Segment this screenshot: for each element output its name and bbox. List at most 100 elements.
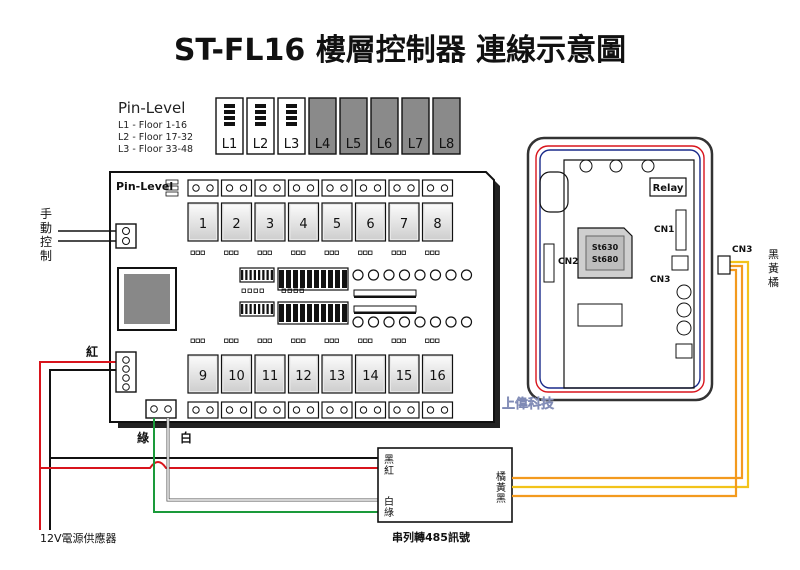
relay-number: 16 (429, 369, 446, 384)
manual-control: 手動控制 (40, 207, 137, 263)
cn1-label: CN1 (654, 225, 674, 235)
terminal-block[interactable] (187, 401, 219, 419)
cn3-plug[interactable] (717, 255, 731, 275)
chip-label-1: St630 (592, 243, 619, 252)
power-wiring: 紅 12V電源供應器 (39, 344, 137, 545)
led (383, 269, 395, 281)
relay-number: 1 (199, 217, 207, 232)
bus-wiring: 綠 白 (40, 399, 378, 513)
conv-red-label: 紅 (384, 465, 394, 477)
level-label: L1 (222, 137, 238, 152)
led (445, 269, 457, 281)
watermark-logo: 上偉科技 (502, 396, 555, 412)
terminal-block[interactable] (220, 179, 253, 197)
level-label: L7 (408, 137, 424, 152)
level-label: L6 (377, 137, 393, 152)
reader-component (577, 303, 623, 327)
relay-label: Relay (653, 183, 684, 194)
level-label: L5 (346, 137, 362, 152)
level-l1[interactable]: L1 (215, 97, 244, 155)
relay-3: 3 (254, 202, 286, 242)
pin-level-line-1: L1 - Floor 1-16 (118, 120, 187, 131)
level-l2[interactable]: L2 (246, 97, 275, 155)
led (367, 269, 380, 281)
terminal-block[interactable] (220, 401, 253, 419)
white-label: 白 (180, 430, 192, 445)
relay-number: 8 (433, 217, 441, 232)
relay-11: 11 (254, 354, 286, 394)
relay-14: 14 (354, 354, 387, 394)
led (367, 316, 380, 328)
relay-1: 1 (187, 202, 219, 242)
led (398, 269, 411, 281)
level-l8[interactable]: L8 (432, 97, 461, 155)
conv-white-label: 白 (384, 495, 394, 508)
conv-green-label: 綠 (384, 507, 394, 519)
cn2-label: CN2 (558, 257, 578, 267)
terminal-block[interactable] (187, 179, 219, 197)
green-label: 綠 (137, 430, 150, 445)
relay-number: 6 (366, 217, 374, 232)
level-l6[interactable]: L6 (370, 97, 399, 155)
manual-control-label: 手動控制 (40, 207, 52, 263)
ic-chip (239, 301, 275, 317)
relay-number: 14 (362, 369, 379, 384)
terminal-block[interactable] (321, 401, 353, 419)
red-label: 紅 (86, 344, 98, 359)
green-signal-wire (153, 418, 378, 513)
level-l7[interactable]: L7 (401, 97, 430, 155)
board-components (187, 179, 473, 419)
level-l5[interactable]: L5 (339, 97, 368, 155)
level-l4[interactable]: L4 (308, 97, 337, 155)
terminal-block[interactable] (254, 179, 286, 197)
bus-terminal[interactable] (145, 399, 177, 419)
terminal-block[interactable] (287, 179, 320, 197)
rs485-converter: 黑 紅 白 綠 橘黃黑 串列轉485訊號 (377, 447, 513, 544)
terminal-block[interactable] (287, 401, 320, 419)
relay-number: 4 (299, 217, 307, 232)
pin-level-line-3: L3 - Floor 33-48 (118, 144, 193, 155)
relay-number: 5 (333, 217, 341, 232)
conv-black-label: 黑 (384, 454, 394, 466)
relay-number: 9 (199, 369, 207, 384)
led (352, 269, 364, 281)
relay-5: 5 (321, 202, 353, 242)
relay-number: 12 (295, 369, 312, 384)
terminal-block[interactable] (254, 401, 286, 419)
terminal-block[interactable] (354, 401, 387, 419)
pin-level-legend: Pin-Level L1 - Floor 1-16 L2 - Floor 17-… (118, 99, 193, 155)
terminal-block[interactable] (388, 401, 420, 419)
board-pin-level-label: Pin-Level (116, 180, 173, 193)
cn3-label: CN3 (650, 275, 670, 285)
relay-number: 11 (262, 369, 279, 384)
mcu-chip-core (124, 274, 170, 324)
terminal-block[interactable] (321, 179, 353, 197)
relay-number: 2 (232, 217, 240, 232)
ic-chip (277, 267, 349, 291)
led (460, 269, 473, 281)
red-power-wire (39, 361, 116, 530)
relay-2: 2 (220, 202, 253, 242)
terminal-block[interactable] (388, 179, 420, 197)
pin-level-heading: Pin-Level (118, 99, 185, 117)
level-l3[interactable]: L3 (277, 97, 306, 155)
led (429, 269, 442, 281)
terminal-block[interactable] (421, 401, 454, 419)
relay-number: 10 (228, 369, 245, 384)
level-label: L8 (439, 137, 455, 152)
converter-box (377, 447, 513, 523)
power-supply-label: 12V電源供應器 (40, 531, 117, 545)
level-label: L4 (315, 137, 331, 152)
ic-chip (277, 301, 349, 325)
cable-color-label: 黑黃橘 (768, 248, 779, 289)
manual-terminal[interactable] (115, 223, 137, 249)
led (460, 316, 473, 328)
cn3-connector (671, 255, 689, 271)
terminal-block[interactable] (421, 179, 454, 197)
terminal-block[interactable] (354, 179, 387, 197)
led (414, 269, 426, 281)
led (429, 316, 442, 328)
